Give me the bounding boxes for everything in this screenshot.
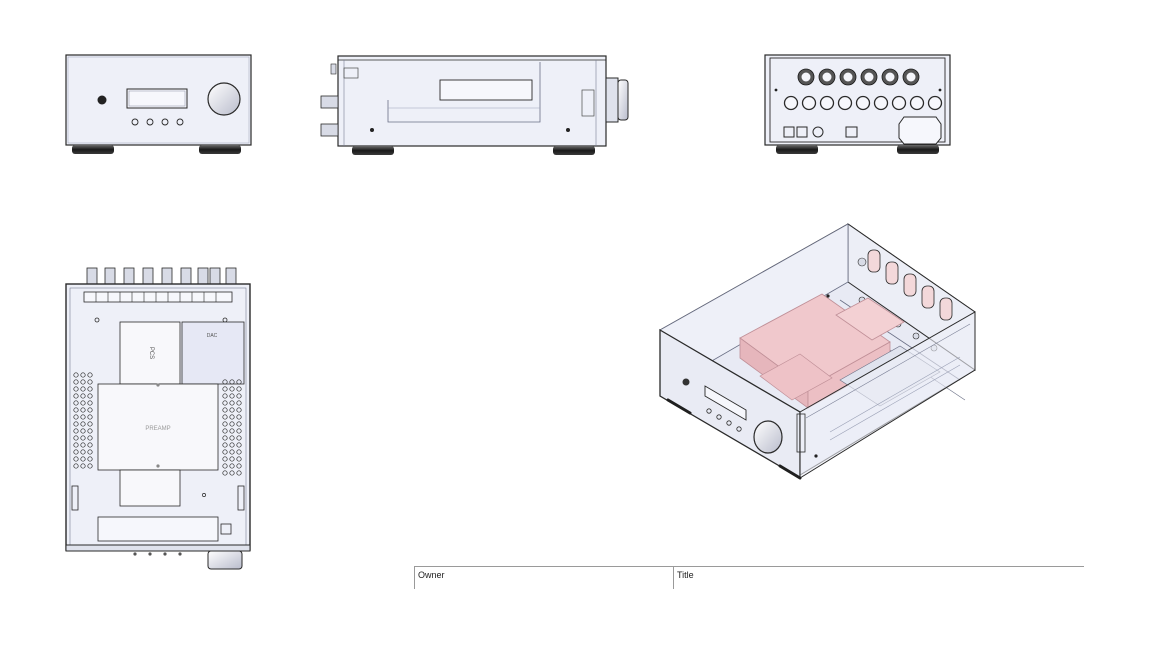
- foot: [72, 145, 114, 154]
- foot: [897, 145, 939, 154]
- rear-view: [764, 54, 951, 154]
- pcs-label: PCS: [148, 347, 154, 359]
- pcs-module: [835, 297, 905, 341]
- xlr-connectors: [797, 68, 920, 86]
- dac-module: [181, 321, 245, 385]
- title-block-owner-label: Owner: [414, 567, 673, 589]
- pcs-module: [119, 321, 181, 385]
- foot: [776, 145, 818, 154]
- rca-connector-icon: [320, 123, 339, 137]
- rca-connectors: [783, 95, 943, 111]
- foot: [553, 146, 595, 155]
- display-window: [704, 385, 747, 421]
- preamp-label: PREAMP: [145, 426, 170, 432]
- title-block: Owner Title: [414, 566, 1084, 589]
- volume-knob: [753, 420, 783, 454]
- power-inlet-icon: [898, 116, 942, 145]
- xlr-connectors: [867, 249, 953, 321]
- volume-knob: [617, 79, 629, 121]
- top-view: PCS DAC PREAMP: [65, 267, 251, 570]
- foot: [352, 146, 394, 155]
- dac-label: DAC: [207, 333, 218, 339]
- rca-connector-icon: [320, 95, 339, 109]
- isometric-view: [659, 223, 976, 480]
- title-block-title-label: Title: [673, 567, 1084, 589]
- volume-knob: [207, 550, 243, 570]
- preamp-module: [97, 383, 219, 471]
- side-view: [320, 55, 629, 155]
- volume-knob: [207, 82, 241, 116]
- power-button-icon: [97, 95, 107, 105]
- foot: [199, 145, 241, 154]
- front-view: [65, 54, 252, 154]
- display-window: [126, 88, 188, 109]
- power-button-icon: [682, 378, 690, 386]
